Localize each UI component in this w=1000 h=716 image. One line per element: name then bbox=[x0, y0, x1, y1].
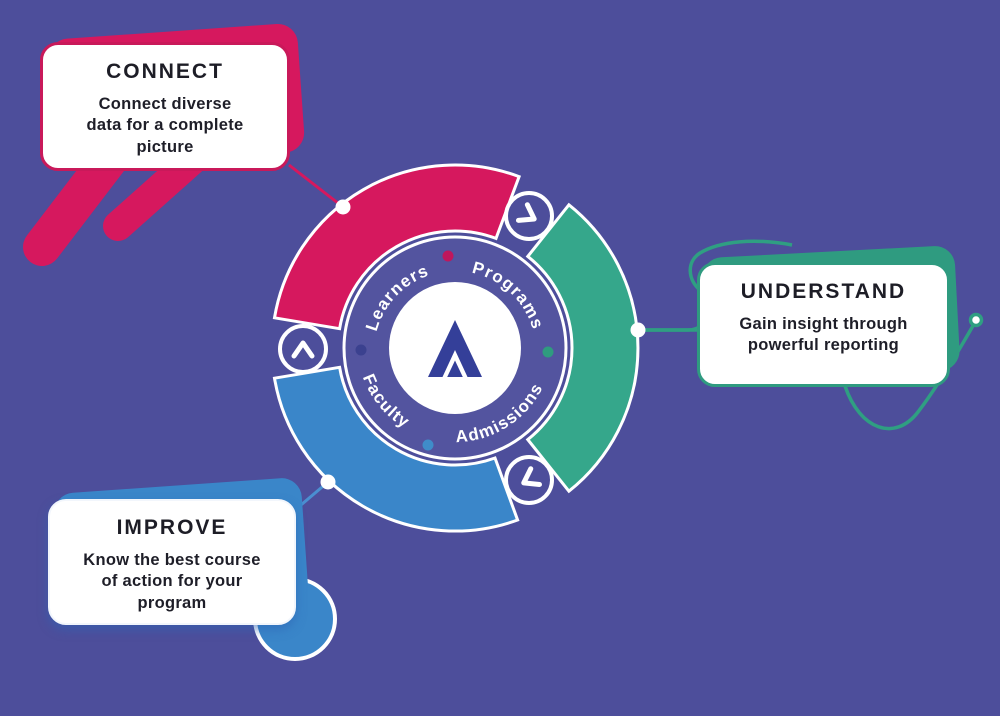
improve-body: Know the best course of action for your … bbox=[83, 551, 261, 612]
chevron-forward-icon bbox=[515, 202, 537, 223]
junction-badges bbox=[278, 191, 554, 505]
connect-card: CONNECT Connect diverse data for a compl… bbox=[40, 42, 290, 171]
callout-improve: IMPROVE Know the best course of action f… bbox=[48, 476, 310, 625]
callout-connect: CONNECT Connect diverse data for a compl… bbox=[40, 22, 306, 171]
connect-body: Connect diverse data for a complete pict… bbox=[86, 95, 244, 156]
connect-title: CONNECT bbox=[106, 60, 224, 83]
pink-stripes-decoration bbox=[23, 139, 207, 266]
understand-card: UNDERSTAND Gain insight through powerful… bbox=[697, 262, 950, 387]
improve-title: IMPROVE bbox=[116, 516, 228, 539]
chevron-up-icon bbox=[291, 340, 315, 359]
dot-navy bbox=[355, 344, 367, 356]
dot-blue bbox=[422, 439, 434, 451]
brand-a-logo-icon bbox=[428, 320, 482, 377]
segment-improve-arc bbox=[272, 365, 520, 533]
ring-label-dots bbox=[355, 250, 554, 451]
understand-title: UNDERSTAND bbox=[740, 280, 907, 303]
anchor-dots bbox=[320, 199, 984, 490]
dot-pink bbox=[442, 250, 454, 262]
connect-line bbox=[288, 163, 344, 209]
segment-connect-arc bbox=[272, 163, 522, 331]
dot-teal bbox=[542, 346, 554, 358]
chevron-back-icon bbox=[521, 466, 542, 487]
segment-understand-arc bbox=[525, 202, 640, 494]
squiggle-end-dot bbox=[968, 312, 984, 328]
callout-understand: UNDERSTAND Gain insight through powerful… bbox=[697, 245, 961, 387]
cycle-ring bbox=[272, 163, 640, 533]
understand-body: Gain insight through powerful reporting bbox=[739, 315, 908, 355]
improve-card: IMPROVE Know the best course of action f… bbox=[48, 499, 296, 625]
